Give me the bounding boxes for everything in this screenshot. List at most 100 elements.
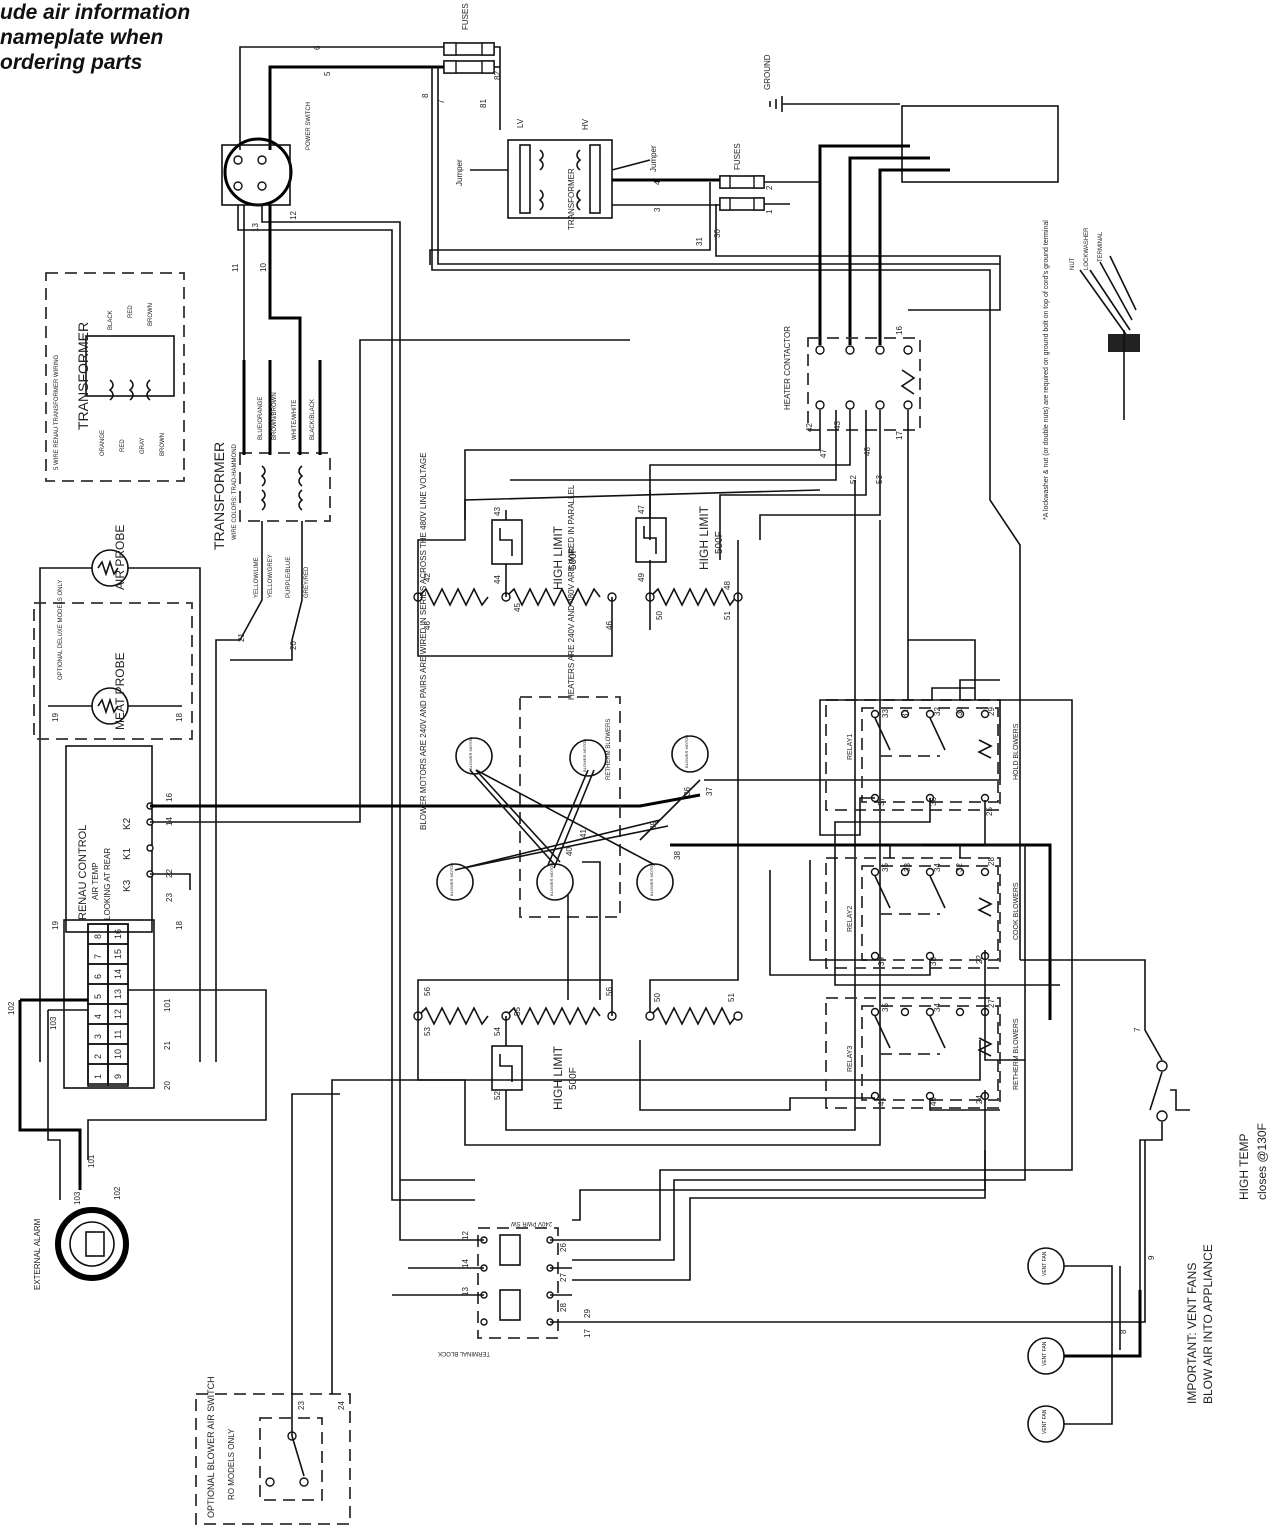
wire-101-label-b: 101 — [87, 1154, 96, 1168]
wire-55-label: 55 — [513, 1007, 522, 1016]
left-transformer: TRANSFORMER 5 WIRE RENAU TRANSFORMER WIR… — [45, 272, 185, 482]
wire-21-label-b: 21 — [163, 1041, 172, 1050]
k2-label: K2 — [122, 817, 133, 830]
wire-38-label: 38 — [929, 957, 938, 966]
strip-cell-top-1: 7 — [93, 954, 103, 959]
wire-48-label-top: 48 — [863, 447, 872, 456]
wire-36-label: 36 — [929, 797, 938, 806]
important-label-1: IMPORTANT: VENT FANS — [1185, 1263, 1199, 1404]
strip-cell-bottom-6: 10 — [113, 1049, 123, 1059]
relay2-label: RELAY2 — [847, 906, 854, 932]
wire-18-label: 18 — [175, 713, 184, 722]
wire-47-label: 47 — [819, 449, 828, 458]
heater-contactor-label: HEATER CONTACTOR — [783, 326, 792, 410]
jumper-right-label: Jumper — [649, 145, 658, 172]
wire-8-label-b: 8 — [1119, 1329, 1128, 1334]
wire-33-label-b: 33 — [903, 863, 912, 872]
right-tx-wire-2: BROWN/BROWN — [272, 392, 278, 440]
heater-element-bottom-right — [645, 1006, 743, 1026]
strip-cell-bottom-5: 11 — [113, 1030, 123, 1039]
vent-fan-label-0: VENT FAN — [1042, 1251, 1048, 1276]
ground-bolt-detail: NUT LOCKWASHER TERMINAL — [1070, 227, 1140, 420]
renau-sub2-label: LOOKING AT REAR — [103, 848, 112, 920]
strip-cell-top-6: 2 — [93, 1054, 103, 1059]
high-limit-2: HIGH LIMIT 500F — [635, 490, 725, 597]
wire-10-label: 10 — [259, 263, 268, 272]
wire-43-label: 43 — [493, 507, 502, 516]
wire-13-label: 13 — [251, 223, 260, 232]
right-transformer: TRANSFORMER WIRE COLORS: TRAD-HAMMOND BL… — [211, 360, 331, 598]
wire-41-label: 41 — [877, 1097, 886, 1106]
lv-label: LV — [516, 118, 525, 128]
strip-cell-bottom-7: 9 — [113, 1074, 123, 1079]
high-limit-1: HIGH LIMIT 500F — [491, 510, 579, 597]
terminal-block: TERMINAL BLOCK 240V PWR SW — [438, 1220, 559, 1356]
header-note-line-1: ude air information — [0, 1, 191, 24]
jumper-left-label: Jumper — [455, 159, 464, 186]
fuses-mid-label: FUSES — [733, 143, 742, 170]
wire-53-label-top: 53 — [875, 475, 884, 484]
strip-cell-top-0: 8 — [93, 934, 103, 939]
wire-39-label: 39 — [649, 821, 658, 830]
optional-deluxe-label: OPTIONAL DELUXE MODELS ONLY — [58, 580, 64, 680]
optional-blower-sub: RO MODELS ONLY — [227, 1428, 236, 1500]
strip-cell-bottom-2: 14 — [113, 969, 123, 979]
right-transformer-label: TRANSFORMER — [211, 442, 227, 550]
left-tx-wire-red: RED — [128, 305, 134, 318]
top-fuse-block: FUSES — [443, 3, 495, 74]
wire-54-label: 54 — [493, 1027, 502, 1036]
wire-12-label: 12 — [289, 211, 298, 220]
ground-symbol: GROUND — [763, 54, 900, 112]
retherm-blowers-relay-label: RETHERM BLOWERS — [1013, 1018, 1020, 1090]
high-temp-label: HIGH TEMP — [1237, 1134, 1251, 1200]
wire-51-label: 51 — [723, 611, 732, 620]
high-limit-3-label: HIGH LIMIT — [551, 1045, 565, 1110]
high-temp-sub: closes @130F — [1255, 1123, 1269, 1200]
strip-cell-bottom-4: 12 — [113, 1009, 123, 1019]
terminal-ring-label: TERMINAL — [1098, 231, 1104, 262]
wire-25-label: 25 — [985, 807, 994, 816]
wire-52-label: 52 — [493, 1091, 502, 1100]
important-label-2: BLOW AIR INTO APPLIANCE — [1201, 1244, 1215, 1404]
wire-34-label: 34 — [933, 863, 942, 872]
wire-48-label: 48 — [723, 581, 732, 590]
wire-17-label-b: 17 — [583, 1329, 592, 1338]
left-tx-wire-red2: RED — [120, 439, 126, 452]
air-probe: AIR PROBE — [91, 525, 129, 590]
right-tx-wire-3: WHITE/WHITE — [292, 400, 298, 440]
wire-14-label: 14 — [165, 817, 174, 826]
wire-12-label-b: 12 — [461, 1231, 470, 1240]
power-switch-label: POWER SWITCH — [306, 102, 312, 150]
left-tx-wire-brown: BROWN — [148, 303, 154, 326]
wire-40-label-b: 40 — [565, 847, 574, 856]
wire-30-label: 30 — [713, 229, 722, 238]
wire-23-label: 23 — [165, 893, 174, 902]
retherm-blowers-box — [519, 696, 621, 918]
blower-motor-label-1: BLOWER MOTOR — [582, 739, 587, 772]
wire-22-label-b: 22 — [975, 955, 984, 964]
small-transformer-label: TRANSFORMER — [567, 168, 576, 230]
left-tx-wire-orange: ORANGE — [100, 430, 106, 456]
wire-24-label-b: 24 — [337, 1401, 346, 1410]
wire-53-label: 53 — [423, 1027, 432, 1036]
wire-13-label-b: 13 — [461, 1287, 470, 1296]
wire-27-label-b: 27 — [559, 1273, 568, 1282]
wire-46-label: 46 — [423, 621, 432, 630]
optional-blower-switch: OPTIONAL BLOWER AIR SWITCH RO MODELS ONL… — [195, 1376, 351, 1525]
wire-50-label-b: 50 — [653, 993, 662, 1002]
wire-19-label: 19 — [51, 713, 60, 722]
right-tx-wire-7: PURPLE/BLUE — [286, 557, 292, 598]
wire-16-label: 16 — [165, 793, 174, 802]
heater-element-top-left — [413, 587, 617, 607]
wire-30-label-b: 30 — [955, 707, 964, 716]
wire-19-label-b: 19 — [51, 921, 60, 930]
air-probe-label: AIR PROBE — [113, 525, 127, 590]
right-tx-wire-5: YELLOW/LIME — [254, 557, 260, 598]
wire-102-label-b: 102 — [113, 1186, 122, 1200]
power-switch: POWER SWITCH — [221, 102, 312, 207]
high-limit-3: HIGH LIMIT 500F — [491, 480, 856, 1131]
blower-motor-label-2: BLOWER MOTOR — [684, 735, 689, 768]
heater-element-top-right — [645, 587, 743, 607]
wire-1-label: 1 — [765, 209, 774, 214]
